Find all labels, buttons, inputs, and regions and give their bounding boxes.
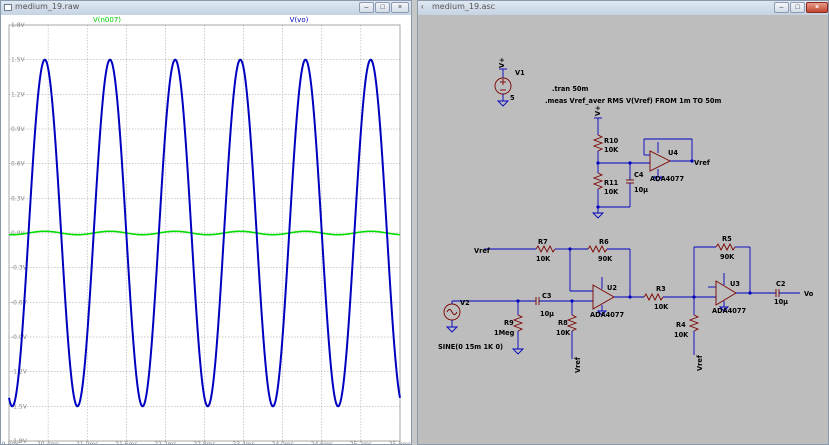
vref-network (591, 117, 694, 219)
y-tick-label: 0.0V (11, 230, 26, 237)
y-tick-label: 1.8V (11, 22, 26, 29)
vo-label: Vo (804, 290, 814, 298)
r8-vref-label: Vref (574, 357, 582, 373)
r7-label: R7 (538, 238, 548, 246)
x-tick-label: 21.6ms (115, 441, 137, 444)
u2-label: U2 (607, 284, 617, 292)
c2-value: 10µ (774, 298, 788, 306)
y-tick-label: -0.3V (11, 265, 28, 272)
x-tick-label: 19.8ms (1, 441, 20, 444)
v1-source[interactable] (494, 68, 512, 107)
y-tick-label: -1.5V (11, 403, 28, 410)
tran-directive[interactable]: .tran 50m (552, 85, 589, 93)
x-tick-label: 23.4ms (232, 441, 254, 444)
u3-value: ADA4077 (712, 307, 746, 315)
c3-label: C3 (542, 292, 552, 300)
x-tick-label: 25.8ms (389, 441, 411, 444)
waveform-app-icon (4, 4, 12, 11)
u4-vref-label: Vref (694, 159, 710, 167)
u2-value: ADA4077 (590, 311, 624, 319)
meas-directive[interactable]: .meas Vref_aver RMS V(Vref) FROM 1m TO 5… (545, 97, 721, 105)
y-tick-label: 1.5V (11, 57, 26, 64)
schematic-maximize-button[interactable]: □ (790, 2, 805, 13)
r3-label: R3 (656, 285, 666, 293)
y-tick-label: -0.6V (11, 299, 28, 306)
r4-label: R4 (676, 321, 686, 329)
x-tick-label: 22.8ms (193, 441, 215, 444)
c4-value: 10µ (634, 186, 648, 194)
r7-vref-label: Vref (474, 247, 490, 255)
y-tick-label: 1.2V (11, 91, 26, 98)
x-tick-label: 24.6ms (311, 441, 333, 444)
r11-value: 10K (604, 188, 619, 196)
u3-label: U3 (730, 280, 740, 288)
r9-label: R9 (504, 319, 514, 327)
r8-label: R8 (558, 319, 568, 327)
c3-value: 10µ (540, 310, 554, 318)
u3-stage (643, 242, 800, 355)
u4-label: U4 (668, 149, 678, 157)
schematic-window[interactable]: ‹ medium_19.asc – □ × .tran 50m .meas Vr… (417, 0, 829, 445)
x-tick-label: 20.4ms (37, 441, 59, 444)
x-tick-label: 22.2ms (154, 441, 176, 444)
r10-vplus-label: V+ (594, 105, 602, 116)
r4-value: 10K (674, 331, 689, 339)
c4-label: C4 (634, 171, 644, 179)
maximize-button[interactable]: □ (375, 2, 390, 13)
r11-label: R11 (604, 179, 619, 187)
r10-label: R10 (604, 137, 619, 145)
plot-grid (8, 24, 401, 442)
schematic-app-icon: ‹ (421, 2, 424, 11)
u2-stage (484, 244, 644, 316)
trace-vn007[interactable] (8, 230, 401, 236)
v1-label: V1 (515, 69, 525, 77)
r4-vref-label: Vref (696, 355, 704, 371)
c2-label: C2 (776, 280, 786, 288)
r6-value: 90K (598, 255, 613, 263)
r9-value: 1Meg (494, 329, 515, 337)
v1-vplus-label: V+ (498, 57, 506, 68)
r10-value: 10K (604, 146, 619, 154)
input-stage (443, 297, 578, 359)
minimize-button[interactable]: – (359, 2, 374, 13)
x-tick-label: 25.2ms (350, 441, 372, 444)
waveform-title-bar[interactable]: medium_19.raw – □ × (1, 1, 411, 15)
y-tick-label: 0.3V (11, 195, 26, 202)
x-tick-label: 21.0ms (76, 441, 98, 444)
r3-value: 10K (654, 303, 669, 311)
close-button[interactable]: × (391, 2, 409, 13)
v2-label: V2 (460, 299, 470, 307)
waveform-window-title: medium_19.raw (15, 2, 80, 11)
y-tick-label: 0.6V (11, 161, 26, 168)
r7-value: 10K (536, 255, 551, 263)
sine-spec[interactable]: SINE(0 15m 1K 0) (438, 343, 503, 351)
trace-vvo[interactable] (8, 58, 401, 408)
waveform-window[interactable]: medium_19.raw – □ × V(n007) V(vo) 1.8V 1.… (0, 0, 412, 445)
r5-label: R5 (722, 235, 732, 243)
x-axis-ticks: 19.8ms 20.4ms 21.0ms 21.6ms 22.2ms 22.8ms 23.4… (1, 441, 411, 444)
r6-label: R6 (599, 238, 609, 246)
y-tick-label: 0.9V (11, 126, 26, 133)
y-tick-label: -1.8V (11, 438, 28, 444)
y-tick-label: -0.9V (11, 334, 28, 341)
schematic-window-title: medium_19.asc (432, 2, 496, 11)
x-tick-label: 24.0ms (272, 441, 294, 444)
trace-label-n007[interactable]: V(n007) (93, 16, 121, 24)
v1-value: 5 (510, 94, 515, 102)
schematic-title-bar[interactable]: ‹ medium_19.asc – □ × (418, 1, 828, 15)
schematic-canvas[interactable]: .tran 50m .meas Vref_aver RMS V(Vref) FR… (418, 15, 828, 444)
plot-traces (8, 58, 401, 408)
schematic-close-button[interactable]: × (806, 2, 828, 13)
r8-value: 10K (556, 329, 571, 337)
schematic-minimize-button[interactable]: – (774, 2, 789, 13)
trace-label-vo[interactable]: V(vo) (290, 16, 309, 24)
waveform-plot[interactable]: V(n007) V(vo) 1.8V 1.5V 1.2V 0.9V 0.6V 0.3V 0.… (1, 15, 411, 444)
u4-value: ADA4077 (650, 175, 684, 183)
r5-value: 90K (720, 253, 735, 261)
